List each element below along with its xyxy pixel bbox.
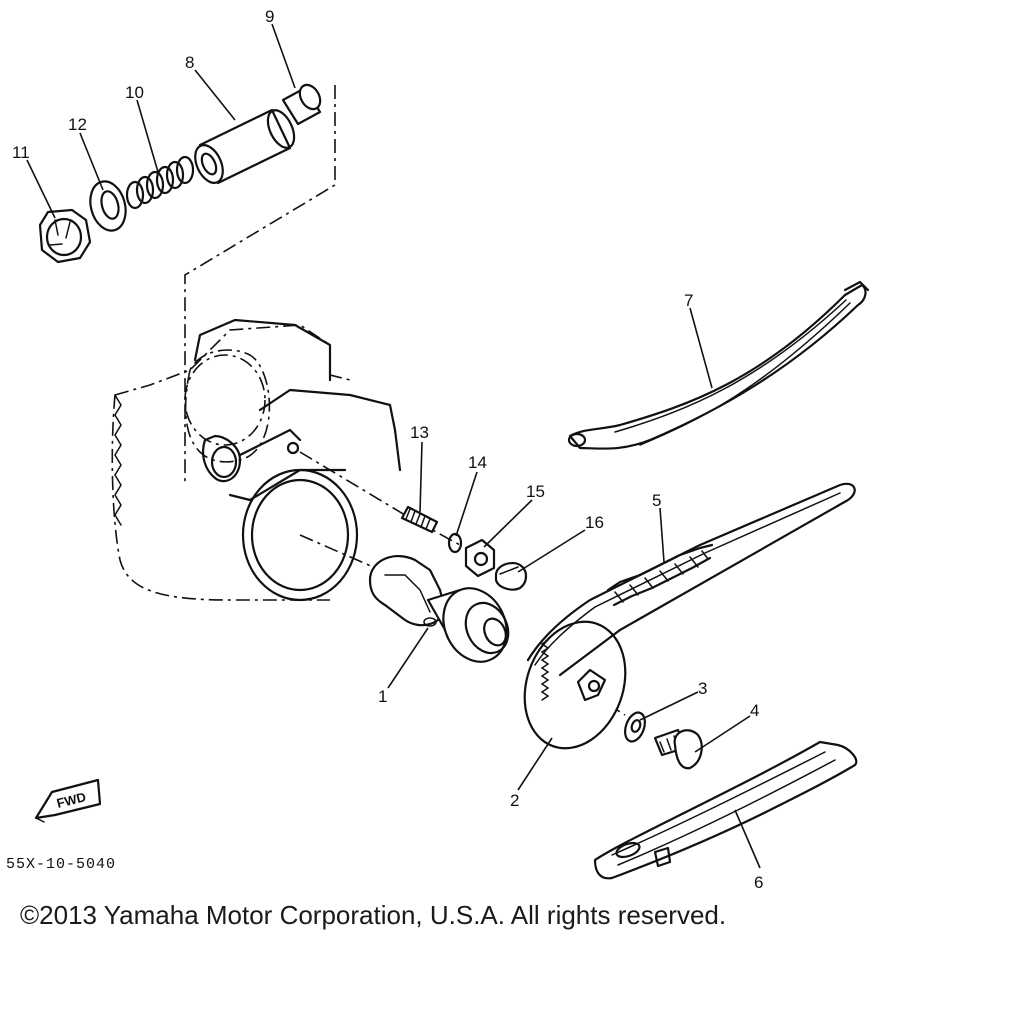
callout-3: 3 xyxy=(698,679,707,698)
callout-7: 7 xyxy=(684,291,693,310)
callout-5: 5 xyxy=(652,491,661,510)
callout-1: 1 xyxy=(378,687,387,706)
assembly-line xyxy=(184,85,336,485)
part-14-o-ring xyxy=(447,532,463,554)
part-11-flange-nut xyxy=(38,208,92,264)
callout-16: 16 xyxy=(585,513,604,532)
cylinder-head-housing xyxy=(111,318,402,602)
callout-4: 4 xyxy=(750,701,759,720)
assembly-line xyxy=(299,451,461,546)
part-7-chain-guide xyxy=(567,280,870,450)
part-15-cam-knob xyxy=(464,538,496,578)
part-13-pushrod xyxy=(400,505,439,534)
callout-10: 10 xyxy=(125,83,144,102)
callout-6: 6 xyxy=(754,873,763,892)
fwd-label: FWD xyxy=(55,789,87,811)
callout-15: 15 xyxy=(526,482,545,501)
callout-9: 9 xyxy=(265,7,274,26)
part-1-camshaft xyxy=(368,555,510,663)
part-5-cam-chain xyxy=(526,482,856,677)
callout-11: 11 xyxy=(12,143,30,162)
callout-2: 2 xyxy=(510,791,519,810)
part-10-spring xyxy=(125,155,195,210)
part-12-washer xyxy=(89,180,127,232)
callout-8: 8 xyxy=(185,53,194,72)
part-8-tensioner-tube xyxy=(194,108,296,185)
part-6-chain-guide xyxy=(593,740,858,880)
part-4-bolt xyxy=(653,728,703,770)
copyright-notice: ©2013 Yamaha Motor Corporation, U.S.A. A… xyxy=(20,900,727,930)
part-3-washer xyxy=(624,711,646,743)
callout-13: 13 xyxy=(410,423,429,442)
callout-12: 12 xyxy=(68,115,87,134)
diagram-code: 55X-10-5040 xyxy=(6,856,116,873)
callout-14: 14 xyxy=(468,453,487,472)
part-16-plug xyxy=(494,561,528,591)
part-2-cam-sprocket xyxy=(523,620,627,750)
fwd-direction-arrow: FWD xyxy=(34,778,102,823)
part-9-cap xyxy=(281,83,322,126)
leader-lines xyxy=(26,23,761,869)
